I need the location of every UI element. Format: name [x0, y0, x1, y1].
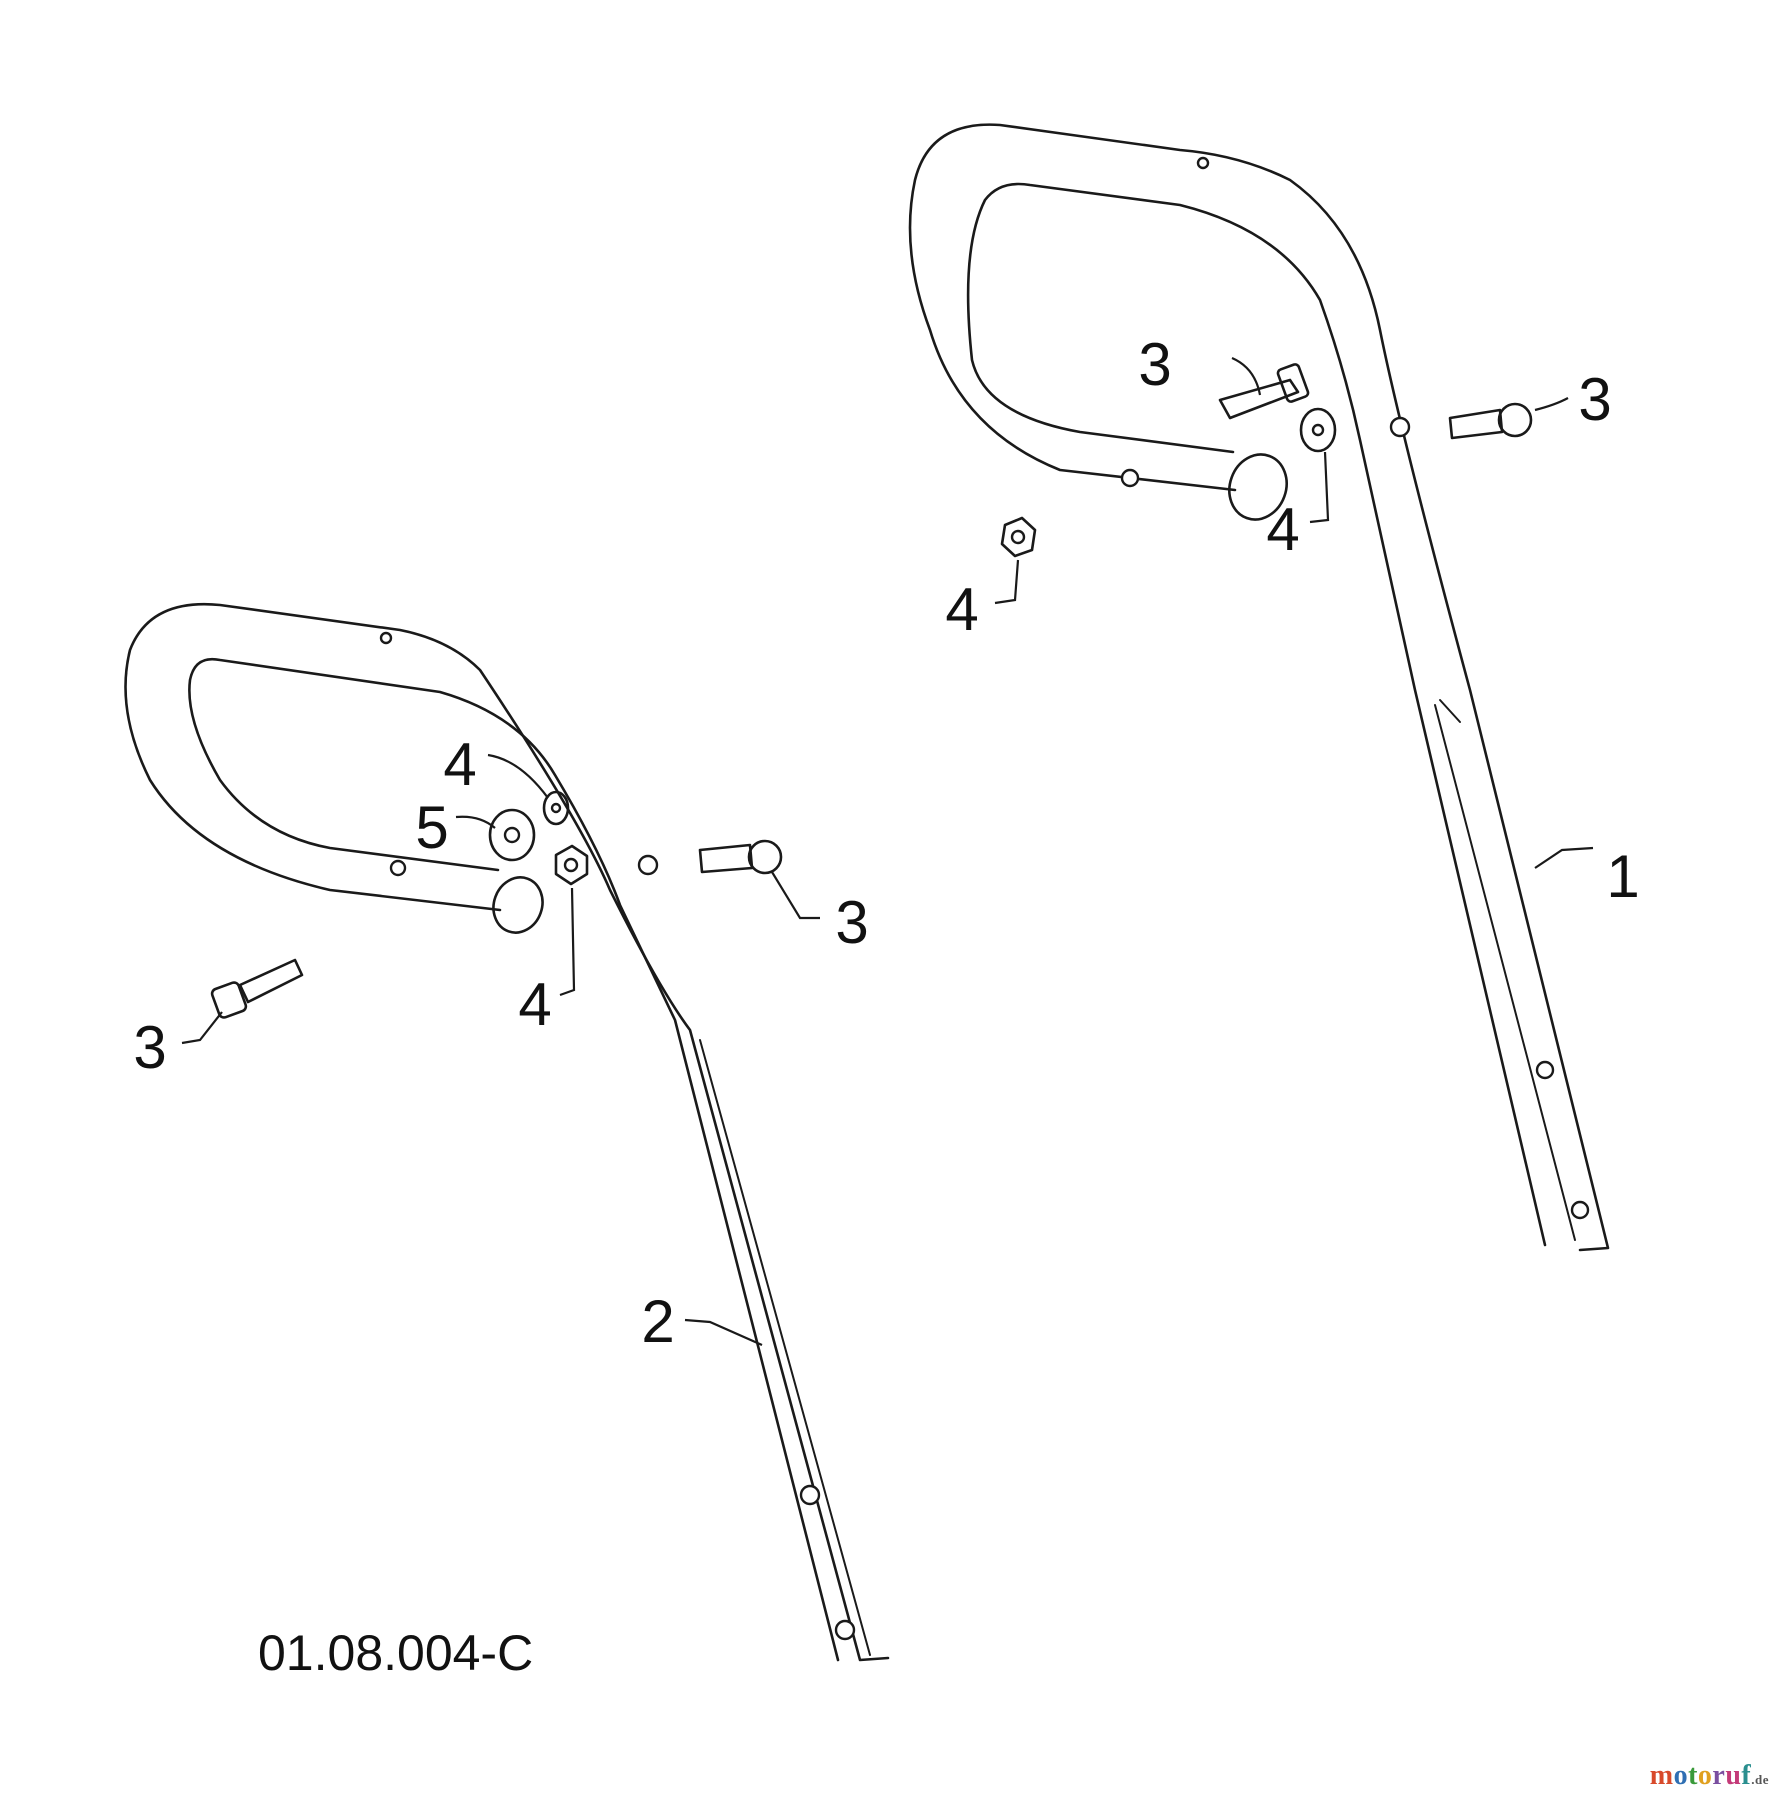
callout-3-lower-left: 3 [133, 1014, 166, 1081]
callout-4-upper-washer: 4 [1266, 496, 1299, 563]
bolt-3-upper-right [1448, 402, 1533, 440]
callout-2: 2 [641, 1288, 674, 1355]
washer-4-upper [1299, 407, 1337, 453]
bolt-3-lower-left [210, 958, 304, 1019]
callout-1: 1 [1606, 843, 1639, 910]
bolt-3-upper-left [1218, 363, 1310, 420]
callout-3-upper-left: 3 [1138, 331, 1171, 398]
handle-part-1 [908, 123, 1610, 1252]
spacer-5 [488, 808, 536, 862]
watermark-logo: motoruf.de [1649, 1760, 1769, 1791]
nut-4-upper [1000, 516, 1037, 558]
leader-lines [181, 356, 1594, 1347]
callout-5: 5 [415, 794, 448, 861]
callout-3-lower-right: 3 [835, 889, 868, 956]
callout-4-lower-bottom: 4 [518, 971, 551, 1038]
callout-3-upper-right: 3 [1578, 366, 1611, 433]
nut-4-lower [554, 844, 589, 886]
callout-4-upper-nut: 4 [945, 576, 978, 643]
callout-4-lower-top: 4 [443, 731, 476, 798]
washer-4-lower-top [542, 790, 570, 826]
drawing-code: 01.08.004-C [258, 1625, 533, 1681]
bolt-3-lower-right [698, 839, 783, 875]
handle-part-2 [124, 602, 890, 1662]
